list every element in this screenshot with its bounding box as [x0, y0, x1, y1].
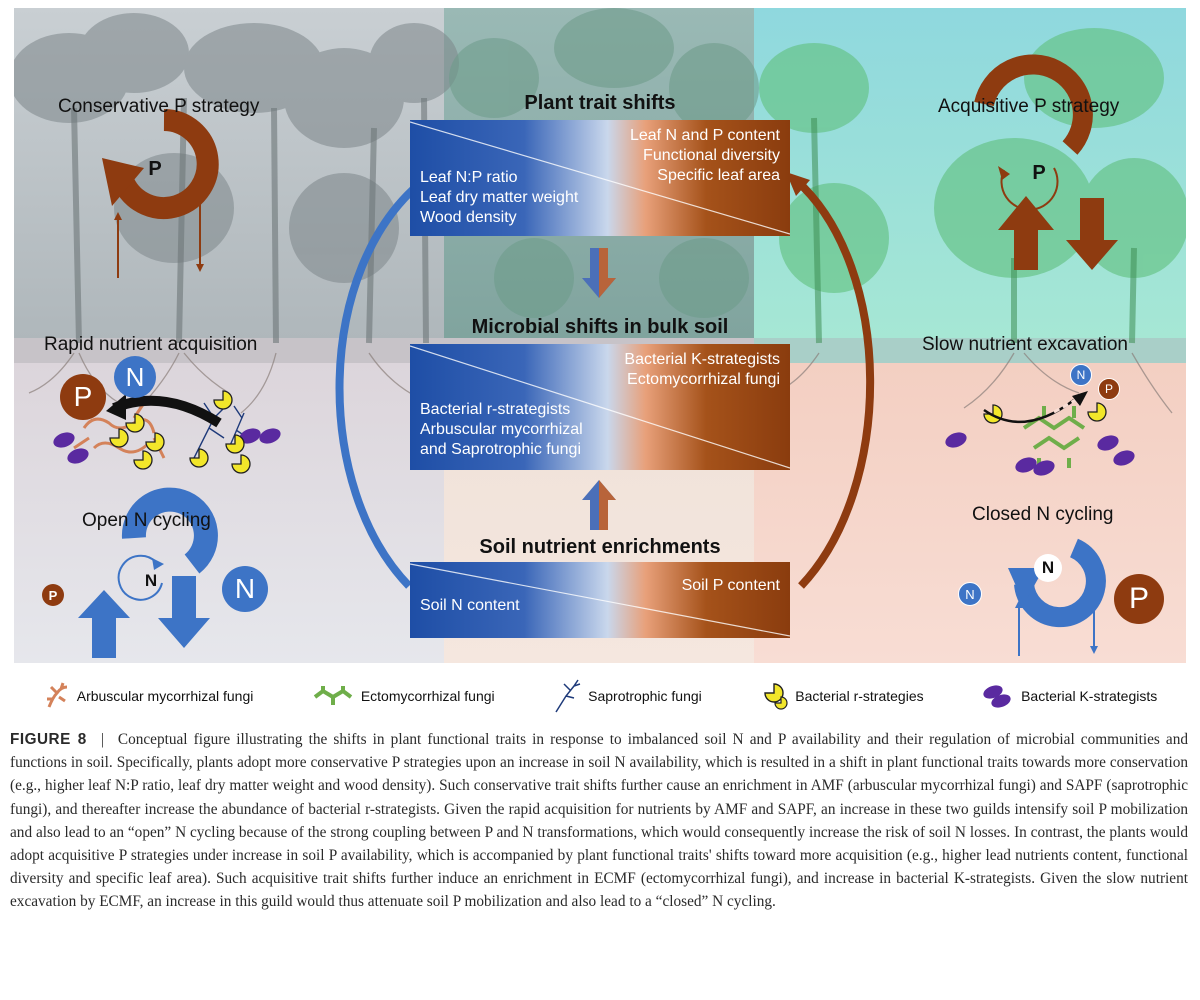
figure-label: FIGURE 8	[10, 731, 87, 748]
sapf-icon	[555, 679, 581, 713]
conservative-p-strategy-label: Conservative P strategy	[58, 96, 260, 117]
legend-label-amf: Arbuscular mycorrhizal fungi	[76, 688, 254, 704]
soil-nutrient-enrichments-title: Soil nutrient enrichments	[479, 536, 721, 558]
legend-item-bacteria-r: Bacterial r-strategies	[759, 681, 924, 711]
microbial-box-diagonal	[410, 345, 790, 469]
trait-wood-density: Wood density	[420, 209, 517, 226]
p-circle-large-closed: P	[1114, 574, 1164, 624]
legend-label-bacteria-k: Bacterial K-strategists	[1021, 688, 1158, 704]
conceptual-figure: Conservative P strategy Rapid nutrient a…	[14, 8, 1186, 663]
trait-specific-leaf-area: Specific leaf area	[657, 167, 780, 184]
legend-label-sapf: Saprotrophic fungi	[588, 688, 702, 704]
n-circle-large-open: N	[222, 566, 268, 612]
p-circle-small-right: P	[1098, 378, 1120, 400]
open-n-cycling-label: Open N cycling	[82, 510, 211, 531]
legend-label-bacteria-r: Bacterial r-strategies	[795, 688, 924, 704]
soil-p-content: Soil P content	[681, 577, 780, 594]
bacteria-k-icon	[983, 685, 1011, 708]
group-bacterial-r: Bacterial r-strategists	[420, 401, 571, 418]
ecmf-cluster	[1022, 406, 1086, 468]
figure-caption: FIGURE 8 |Conceptual figure illustrating …	[10, 728, 1188, 914]
microbial-shifts-box: Bacterial K-strategists Ectomycorrhizal …	[410, 344, 790, 470]
soil-box-diagonal	[410, 563, 790, 637]
rapid-nutrient-acquisition-label: Rapid nutrient acquisition	[44, 334, 258, 355]
n-symbol-open-cycle: N	[144, 571, 158, 590]
microbial-left-groups: Bacterial r-strategists Arbuscular mycor…	[420, 400, 583, 460]
plant-box-diagonal	[410, 121, 790, 235]
plant-left-traits: Leaf N:P ratio Leaf dry matter weight Wo…	[420, 168, 578, 228]
n-symbol-closed-cycle: N	[1034, 554, 1062, 582]
p-circle-small-left: P	[42, 584, 64, 606]
closed-n-cycling-label: Closed N cycling	[972, 504, 1114, 525]
soil-nutrient-box: Soil N content Soil P content	[410, 562, 790, 638]
acquisitive-p-strategy-label: Acquisitive P strategy	[938, 96, 1120, 117]
group-saprotrophic: and Saprotrophic fungi	[420, 441, 581, 458]
legend-item-amf: Arbuscular mycorrhizal fungi	[43, 681, 254, 711]
caption-text: Conceptual figure illustrating the shift…	[10, 731, 1189, 911]
p-symbol-conservative: P	[148, 157, 162, 180]
trait-leaf-dry-matter: Leaf dry matter weight	[420, 189, 579, 206]
plant-right-traits: Leaf N and P content Functional diversit…	[630, 126, 780, 186]
trait-leaf-np-content: Leaf N and P content	[629, 127, 780, 144]
microbial-right-groups: Bacterial K-strategists Ectomycorrhizal …	[624, 350, 780, 390]
soil-n-content: Soil N content	[420, 597, 520, 614]
group-bacterial-k: Bacterial K-strategists	[624, 351, 780, 368]
n-circle-large-left: N	[114, 356, 156, 398]
legend: Arbuscular mycorrhizal fungi Ectomycorrh…	[14, 668, 1186, 724]
legend-item-sapf: Saprotrophic fungi	[552, 678, 702, 714]
plant-trait-shifts-title: Plant trait shifts	[524, 92, 676, 114]
legend-item-bacteria-k: Bacterial K-strategists	[981, 683, 1157, 709]
legend-item-ecmf: Ectomycorrhizal fungi	[311, 683, 495, 709]
p-circle-large-left: P	[60, 374, 106, 420]
legend-label-ecmf: Ectomycorrhizal fungi	[360, 688, 495, 704]
trait-functional-diversity: Functional diversity	[643, 147, 780, 164]
caption-separator: |	[100, 731, 104, 748]
amf-cluster	[73, 402, 166, 459]
group-arbuscular: Arbuscular mycorrhizal	[420, 421, 583, 438]
trait-leaf-np-ratio: Leaf N:P ratio	[420, 169, 518, 186]
microbial-shifts-title: Microbial shifts in bulk soil	[471, 316, 729, 338]
p-symbol-acquisitive: P	[1032, 161, 1046, 184]
plant-trait-shifts-box: Leaf N:P ratio Leaf dry matter weight Wo…	[410, 120, 790, 236]
n-circle-small-right: N	[1070, 364, 1092, 386]
amf-icon	[46, 682, 67, 708]
ecmf-icon	[313, 686, 353, 705]
group-ectomycorrhizal: Ectomycorrhizal fungi	[627, 371, 780, 388]
slow-nutrient-excavation-label: Slow nutrient excavation	[922, 334, 1128, 355]
n-circle-small-closed: N	[958, 582, 982, 606]
bacteria-r-icon	[764, 683, 788, 710]
